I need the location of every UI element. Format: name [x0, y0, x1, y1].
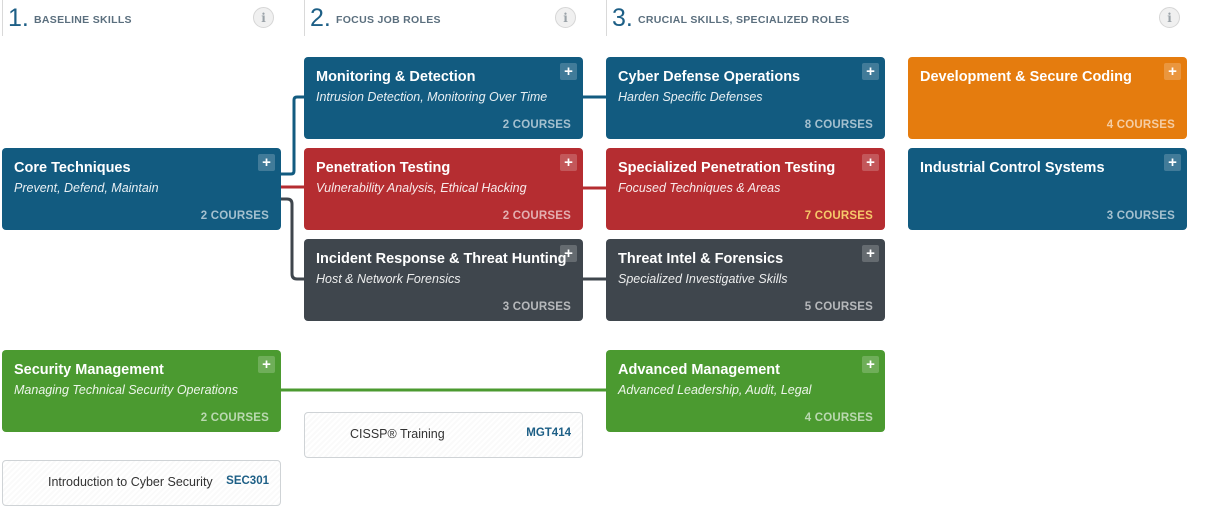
expand-icon[interactable]: +: [862, 356, 879, 373]
card-subtitle: Vulnerability Analysis, Ethical Hacking: [316, 181, 527, 195]
card-development-secure-coding[interactable]: Development & Secure Coding 4 COURSES +: [908, 57, 1187, 139]
column-title: FOCUS JOB ROLES: [336, 14, 441, 26]
expand-icon[interactable]: +: [862, 245, 879, 262]
card-title: Advanced Management: [618, 362, 780, 378]
card-subtitle: Host & Network Forensics: [316, 272, 461, 286]
column-header-2: 2. FOCUS JOB ROLES i: [310, 0, 582, 36]
course-count: 2 COURSES: [502, 210, 571, 222]
column-title: CRUCIAL SKILLS, SPECIALIZED ROLES: [638, 14, 850, 26]
course-count: 7 COURSES: [804, 210, 873, 222]
course-intro-cyber-security[interactable]: Introduction to Cyber Security SEC301: [2, 460, 281, 506]
expand-icon[interactable]: +: [258, 154, 275, 171]
column-number: 3.: [612, 3, 633, 32]
course-count: 4 COURSES: [804, 412, 873, 424]
column-number: 2.: [310, 3, 331, 32]
expand-icon[interactable]: +: [1164, 154, 1181, 171]
card-title: Security Management: [14, 362, 164, 378]
info-icon[interactable]: i: [555, 7, 576, 28]
course-name: Introduction to Cyber Security: [48, 475, 213, 489]
expand-icon[interactable]: +: [862, 154, 879, 171]
card-industrial-control-systems[interactable]: Industrial Control Systems 3 COURSES +: [908, 148, 1187, 230]
column-separator: [606, 0, 607, 36]
course-code: SEC301: [226, 475, 269, 487]
info-icon[interactable]: i: [1159, 7, 1180, 28]
course-count: 8 COURSES: [804, 119, 873, 131]
card-subtitle: Prevent, Defend, Maintain: [14, 181, 159, 195]
expand-icon[interactable]: +: [862, 63, 879, 80]
course-count: 3 COURSES: [502, 301, 571, 313]
expand-icon[interactable]: +: [1164, 63, 1181, 80]
card-title: Cyber Defense Operations: [618, 69, 801, 85]
column-header-1: 1. BASELINE SKILLS i: [8, 0, 280, 36]
card-subtitle: Harden Specific Defenses: [618, 90, 763, 104]
card-title: Threat Intel & Forensics: [618, 251, 784, 267]
course-cissp-training[interactable]: CISSP® Training MGT414: [304, 412, 583, 458]
course-count: 2 COURSES: [200, 210, 269, 222]
column-title: BASELINE SKILLS: [34, 14, 132, 26]
expand-icon[interactable]: +: [258, 356, 275, 373]
card-title: Specialized Penetration Testing: [618, 160, 836, 176]
expand-icon[interactable]: +: [560, 245, 577, 262]
card-core-techniques[interactable]: Core Techniques Prevent, Defend, Maintai…: [2, 148, 281, 230]
course-count: 2 COURSES: [200, 412, 269, 424]
card-title: Penetration Testing: [316, 160, 451, 176]
card-subtitle: Specialized Investigative Skills: [618, 272, 788, 286]
card-security-management[interactable]: Security Management Managing Technical S…: [2, 350, 281, 432]
card-advanced-management[interactable]: Advanced Management Advanced Leadership,…: [606, 350, 885, 432]
connector-core-incident: [281, 197, 305, 281]
course-count: 2 COURSES: [502, 119, 571, 131]
card-specialized-penetration-testing[interactable]: Specialized Penetration Testing Focused …: [606, 148, 885, 230]
course-count: 3 COURSES: [1106, 210, 1175, 222]
expand-icon[interactable]: +: [560, 63, 577, 80]
card-title: Core Techniques: [14, 160, 131, 176]
card-subtitle: Intrusion Detection, Monitoring Over Tim…: [316, 90, 548, 104]
card-threat-intel-forensics[interactable]: Threat Intel & Forensics Specialized Inv…: [606, 239, 885, 321]
course-code: MGT414: [526, 427, 571, 439]
column-header-3: 3. CRUCIAL SKILLS, SPECIALIZED ROLES i: [612, 0, 1184, 36]
card-incident-response[interactable]: Incident Response & Threat Hunting Host …: [304, 239, 583, 321]
course-count: 5 COURSES: [804, 301, 873, 313]
card-subtitle: Advanced Leadership, Audit, Legal: [618, 383, 812, 397]
connector-core-monitoring: [281, 95, 305, 176]
course-name: CISSP® Training: [350, 427, 445, 441]
card-title: Industrial Control Systems: [920, 160, 1105, 176]
card-title: Incident Response & Threat Hunting: [316, 251, 567, 267]
info-icon[interactable]: i: [253, 7, 274, 28]
card-subtitle: Managing Technical Security Operations: [14, 383, 238, 397]
card-monitoring-detection[interactable]: Monitoring & Detection Intrusion Detecti…: [304, 57, 583, 139]
column-separator: [2, 0, 3, 36]
column-number: 1.: [8, 3, 29, 32]
card-title: Development & Secure Coding: [920, 69, 1132, 85]
course-count: 4 COURSES: [1106, 119, 1175, 131]
card-cyber-defense-operations[interactable]: Cyber Defense Operations Harden Specific…: [606, 57, 885, 139]
card-title: Monitoring & Detection: [316, 69, 476, 85]
expand-icon[interactable]: +: [560, 154, 577, 171]
column-separator: [304, 0, 305, 36]
card-penetration-testing[interactable]: Penetration Testing Vulnerability Analys…: [304, 148, 583, 230]
card-subtitle: Focused Techniques & Areas: [618, 181, 781, 195]
